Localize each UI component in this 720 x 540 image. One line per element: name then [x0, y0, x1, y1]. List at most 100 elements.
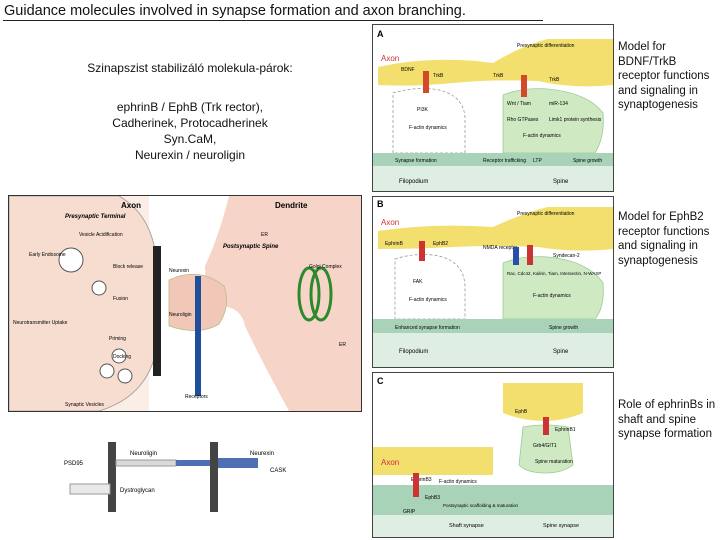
- panel-b-nmda-label: NMDA receptor: [483, 245, 518, 251]
- active-zone-membrane: [153, 246, 161, 376]
- intro-line: Syn.CaM,: [163, 132, 217, 146]
- dystroglycan-bar: [69, 483, 111, 495]
- synaptic-vesicle: [117, 368, 133, 384]
- left-fig-early-endosome-label: Early Endosome: [29, 252, 66, 258]
- panel-a-ltp-label: LTP: [533, 158, 542, 164]
- bottom-neuroligin-label: Neuroligin: [130, 451, 157, 457]
- panel-c-ephb3-receptor: [413, 473, 419, 497]
- title-underline: [3, 20, 543, 21]
- panel-a-mir-label: miR-134: [549, 101, 568, 107]
- panel-b-enhanced-label: Enhanced synapse formation: [395, 325, 460, 331]
- panel-c-shaft-label: Shaft synapse: [449, 523, 484, 529]
- presynaptic-membrane: [210, 442, 218, 512]
- panel-b-axon-label: Axon: [381, 218, 399, 227]
- panel-a-bdnf-label: BDNF: [401, 67, 415, 73]
- panel-b-fak-label: FAK: [413, 279, 423, 285]
- panel-a-letter: A: [377, 29, 384, 39]
- early-endosome-shape: [58, 247, 84, 273]
- bottom-dystroglycan-label: Dystroglycan: [120, 488, 155, 494]
- panel-a-factin-label: F-actin dynamics: [409, 125, 447, 131]
- neuroligin-bar: [115, 459, 177, 467]
- left-fig-dendrite-label: Dendrite: [275, 201, 308, 210]
- panel-c-figure: C EphB EphrinB1 Axon Grb4/GIT1 Spine mat…: [372, 372, 614, 538]
- left-fig-postsynaptic-label: Postsynaptic Spine: [223, 244, 279, 250]
- panel-b-ephrinb-label: EphrinB: [385, 241, 403, 247]
- panel-a-trkb-receptor: [423, 71, 429, 93]
- left-fig-er-label: ER: [261, 232, 268, 238]
- panel-c-spine-label: Spine synapse: [543, 523, 579, 529]
- panel-b-ephb2-receptor: [527, 245, 533, 265]
- caption-panel-b: Model for EphB2 receptor functions and s…: [618, 211, 710, 267]
- neurexin-bar: [176, 460, 210, 466]
- page-title: Guidance molecules involved in synapse f…: [4, 3, 466, 19]
- synaptic-vesicle: [99, 363, 115, 379]
- panel-a-trkb-label: TrkB: [433, 73, 444, 79]
- golgi-complex-shape: [297, 266, 321, 322]
- bottom-neurexin-label: Neurexin: [250, 451, 274, 457]
- synaptic-vesicle: [91, 280, 107, 296]
- panel-a-rhogtpases-label: Rho GTPases: [507, 117, 539, 123]
- panel-c-grip-label: GRIP: [403, 509, 416, 515]
- panel-c-ephb3-label: EphB3: [425, 495, 440, 501]
- bottom-cask-label: CASK: [270, 468, 286, 474]
- intro-line: Neurexin / neuroligin: [134, 148, 246, 162]
- golgi-complex-shape: [309, 266, 333, 322]
- panel-b-factin-label: F-actin dynamics: [409, 297, 447, 303]
- intro-line: ephrinB / EphB (Trk rector),: [116, 100, 264, 114]
- panel-c-ephrinb3-label: EphrinB3: [411, 477, 432, 483]
- intro-heading: Szinapszist stabilizáló molekula-párok:: [87, 61, 293, 75]
- panel-a-synapse-formation-label: Synapse formation: [395, 158, 437, 164]
- panel-a-figure: A Axon Presynaptic differentiation BDNF …: [372, 24, 614, 192]
- bottom-psd95-label: PSD95: [64, 461, 84, 467]
- panel-a-trkb-receptor: [521, 75, 527, 97]
- caption-panel-a: Model for BDNF/TrkB receptor functions a…: [618, 41, 710, 111]
- caption-panel-c: Role of ephrinBs in shaft and spine syna…: [618, 399, 716, 440]
- panel-a-filopodium-label: Filopodium: [399, 179, 428, 185]
- panel-b-syndecan-label: Syndecan-2: [553, 253, 580, 259]
- left-fig-fusion-label: Fusion: [113, 296, 128, 302]
- intro-line: Cadherinek, Protocadherinek: [112, 116, 268, 130]
- left-fig-vesicles-label: Synaptic Vesicles: [65, 402, 104, 408]
- panel-b-rac-label: Rac, Cdc42, Kalirin, Tiam, Intersectin, …: [507, 271, 601, 276]
- panel-b-filopodium-label: Filopodium: [399, 349, 428, 355]
- panel-a-limk-label: Limk1 protein synthesis: [549, 117, 602, 123]
- left-fig-er2-label: ER: [339, 342, 346, 348]
- left-fig-priming-label: Priming: [109, 336, 126, 342]
- panel-a-pi3k-label: PI3K: [417, 107, 429, 113]
- left-fig-presynaptic-label: Presynaptic Terminal: [65, 214, 126, 220]
- panel-c-ephrinb1-label: EphrinB1: [555, 427, 576, 433]
- panel-a-spine-label: Spine: [553, 179, 569, 185]
- panel-c-git-label: Grb4/GIT1: [533, 443, 557, 449]
- left-fig-receptors-label: Receptors: [185, 394, 208, 400]
- left-fig-uptake-label: Neurotransmitter Uptake: [13, 320, 68, 326]
- panel-b-letter: B: [377, 199, 384, 209]
- panel-b-ephb2-label: EphB2: [433, 241, 448, 247]
- panel-c-maturation-label: Spine maturation: [535, 459, 573, 465]
- synaptic-vesicle: [111, 348, 127, 364]
- panel-b-presynaptic-label: Presynaptic differentiation: [517, 211, 575, 217]
- panel-b-nmda-receptor: [513, 247, 519, 265]
- panel-c-axon-label: Axon: [381, 458, 399, 467]
- panel-c-letter: C: [377, 376, 384, 386]
- panel-a-axon-label: Axon: [381, 54, 399, 63]
- panel-a-trafficking-label: Receptor trafficking: [483, 158, 526, 164]
- panel-a-presynaptic-label: Presynaptic differentiation: [517, 43, 575, 49]
- panel-c-ephb-receptor: [543, 417, 549, 435]
- panel-a-trkb3-label: TrkB: [549, 77, 560, 83]
- panel-a-spine-growth-label: Spine growth: [573, 158, 602, 164]
- left-fig-vesicle-acid-label: Vesicle Acidification: [79, 232, 123, 238]
- left-fig-docking-label: Docking: [113, 354, 131, 360]
- panel-b-factin2-label: F-actin dynamics: [533, 293, 571, 299]
- panel-b-spine-growth-label: Spine growth: [549, 325, 578, 331]
- panel-a-wnt-label: Wnt / Tiam: [507, 101, 531, 107]
- panel-c-factin-label: F-actin dynamics: [439, 479, 477, 485]
- left-fig-axon-label: Axon: [121, 201, 141, 210]
- postsynaptic-membrane: [108, 442, 116, 512]
- panel-c-psd-label: Postsynaptic scaffolding & maturation: [443, 503, 518, 508]
- left-fig-golgi-label: Golgi Complex: [309, 264, 342, 270]
- panel-b-ephb2-receptor: [419, 241, 425, 261]
- panel-a-trkb2-label: TrkB: [493, 73, 504, 79]
- left-fig-block-release-label: Block release: [113, 264, 143, 270]
- panel-a-factin2-label: F-actin dynamics: [523, 133, 561, 139]
- panel-c-ephb-label: EphB: [515, 409, 528, 415]
